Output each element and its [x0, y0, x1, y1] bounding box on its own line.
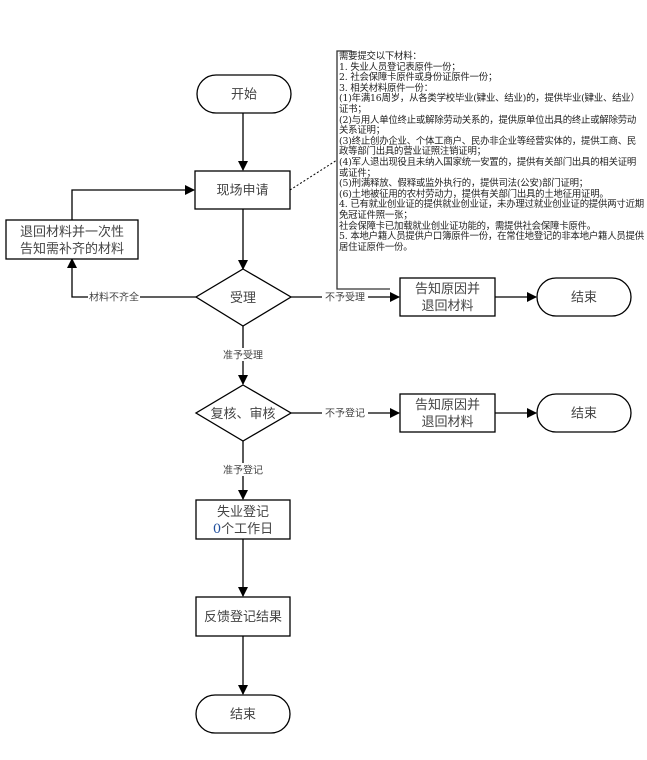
note-connector [289, 159, 338, 191]
review-label: 复核、审核 [210, 407, 275, 422]
end-1-label: 结束 [571, 291, 597, 306]
note-line: 4. 已有就业创业证的提供就业创业证，未办理过就业创业证的提供两寸近期免冠证件照… [339, 199, 644, 221]
end-node-1 [536, 277, 632, 317]
reject-notice-node-2 [399, 393, 496, 433]
note-line: 5. 本地户籍人员提供户口簿原件一份，在常住地登记的非本地户籍人员提供居住证原件… [339, 231, 644, 253]
edge-label-not-registered: 不予登记 [325, 407, 365, 420]
end-node-2 [536, 393, 632, 433]
edge-accept-to-return [67, 258, 196, 298]
reject-notice-1-line1: 告知原因并 [415, 281, 480, 297]
edge-return-to-apply [71, 185, 195, 220]
end-node-final [195, 694, 291, 734]
note-line: 需要提交以下材料： [339, 51, 422, 62]
reject-notice-1-line2: 退回材料 [421, 299, 473, 314]
register-days: 0个工作日 [213, 522, 273, 537]
accept-label: 受理 [230, 291, 256, 306]
reject-notice-2-line2: 退回材料 [421, 415, 473, 430]
edge-label-registered: 准予登记 [223, 464, 263, 477]
register-node [195, 499, 291, 540]
note-line: (3)终止创办企业、个体工商户、民办非企业等经营实体的，提供工商、民政等部门出具… [339, 135, 637, 158]
apply-node [194, 170, 291, 210]
start-label: 开始 [231, 88, 257, 103]
note-line: 1. 失业人员登记表原件一份； [339, 61, 461, 73]
return-materials-label-line1: 退回材料并一次性 [20, 224, 124, 240]
register-days-value: 0 [213, 522, 221, 537]
review-decision-node [194, 384, 293, 442]
note-line: (2)与用人单位终止或解除劳动关系的，提供原单位出具的终止或解除劳动关系证明； [339, 114, 637, 137]
note-line: (6)土地被征用的农村劳动力，提供有关部门出具的土地征用证明。 [339, 188, 609, 200]
edge-label-incomplete: 材料不齐全 [89, 291, 139, 304]
return-materials-node [5, 219, 139, 260]
reject-notice-2-line1: 告知原因并 [415, 397, 480, 413]
note-bracket [336, 50, 390, 290]
start-node [196, 74, 292, 114]
edge-label-accepted: 准予受理 [223, 350, 263, 362]
note-line: (5)刑满释放、假释或监外执行的，提供司法(公安)部门证明； [339, 178, 588, 190]
note-line: 2. 社会保障卡原件或身份证原件一份； [339, 72, 498, 84]
end-2-label: 结束 [571, 407, 597, 422]
return-materials-label-line2: 告知需补齐的材料 [20, 241, 124, 257]
feedback-node [195, 596, 291, 637]
register-title: 失业登记 [217, 505, 269, 520]
note-line: 3. 相关材料原件一份： [339, 82, 433, 94]
apply-label: 现场申请 [216, 184, 268, 199]
note-line: (4)军人退出现役且未纳入国家统一安置的，提供有关部门出具的相关证明或证件； [339, 156, 637, 179]
feedback-label: 反馈登记结果 [204, 610, 282, 625]
register-days-suffix: 个工作日 [221, 522, 273, 537]
required-materials-note: 需要提交以下材料：1. 失业人员登记表原件一份；2. 社会保障卡原件或身份证原件… [339, 51, 645, 253]
accept-decision-node [194, 268, 293, 327]
note-line: 社会保障卡已加载就业创业证功能的，需提供社会保障卡原件。 [339, 220, 596, 232]
note-line: (1)年满16周岁，从各类学校毕业(肄业、结业)的，提供毕业(肄业、结业）证书； [339, 93, 640, 115]
end-final-label: 结束 [230, 708, 256, 723]
edge-label-not-accepted: 不予受理 [325, 292, 365, 304]
reject-notice-node-1 [399, 277, 496, 317]
